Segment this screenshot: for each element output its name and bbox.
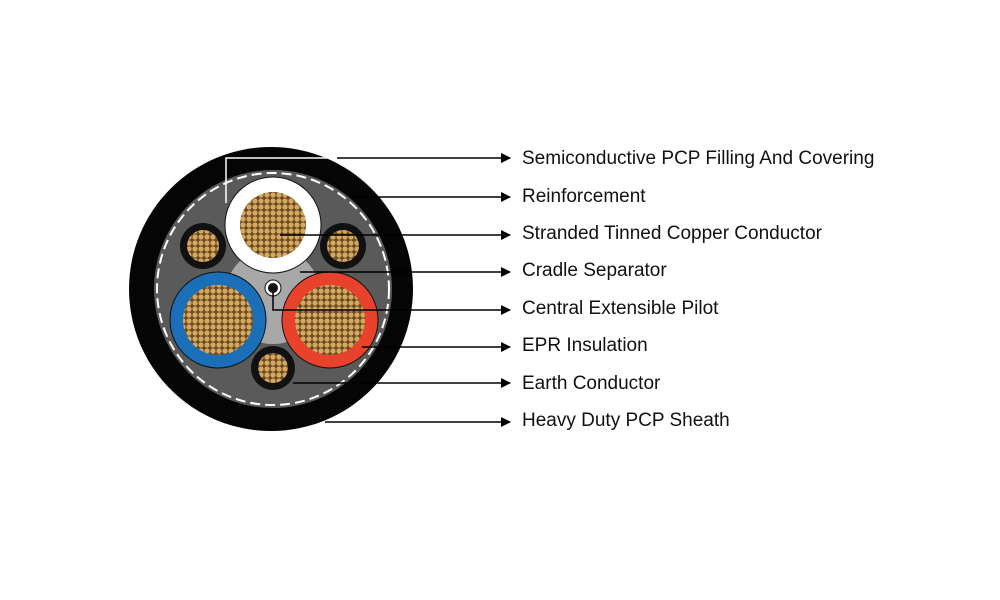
label-pcp-sheath: Heavy Duty PCP Sheath bbox=[522, 410, 730, 431]
label-semiconductive-filling: Semiconductive PCP Filling And Covering bbox=[522, 148, 875, 169]
label-copper-conductor: Stranded Tinned Copper Conductor bbox=[522, 223, 822, 244]
phase-core-blue bbox=[169, 271, 267, 369]
leader-5 bbox=[272, 292, 511, 315]
earth-conductor-top-right bbox=[320, 223, 366, 269]
label-earth-conductor: Earth Conductor bbox=[522, 373, 661, 394]
label-reinforcement: Reinforcement bbox=[522, 186, 646, 207]
leader-lines bbox=[225, 153, 511, 427]
label-cradle-separator: Cradle Separator bbox=[522, 260, 667, 281]
earth-conductor-bottom bbox=[251, 346, 295, 390]
phase-core-red bbox=[281, 271, 379, 369]
earth-conductor-top-left bbox=[180, 223, 226, 269]
phase-core-white bbox=[224, 176, 322, 274]
reinforcement bbox=[156, 172, 390, 406]
label-epr-insulation: EPR Insulation bbox=[522, 335, 648, 356]
label-central-pilot: Central Extensible Pilot bbox=[522, 298, 719, 319]
